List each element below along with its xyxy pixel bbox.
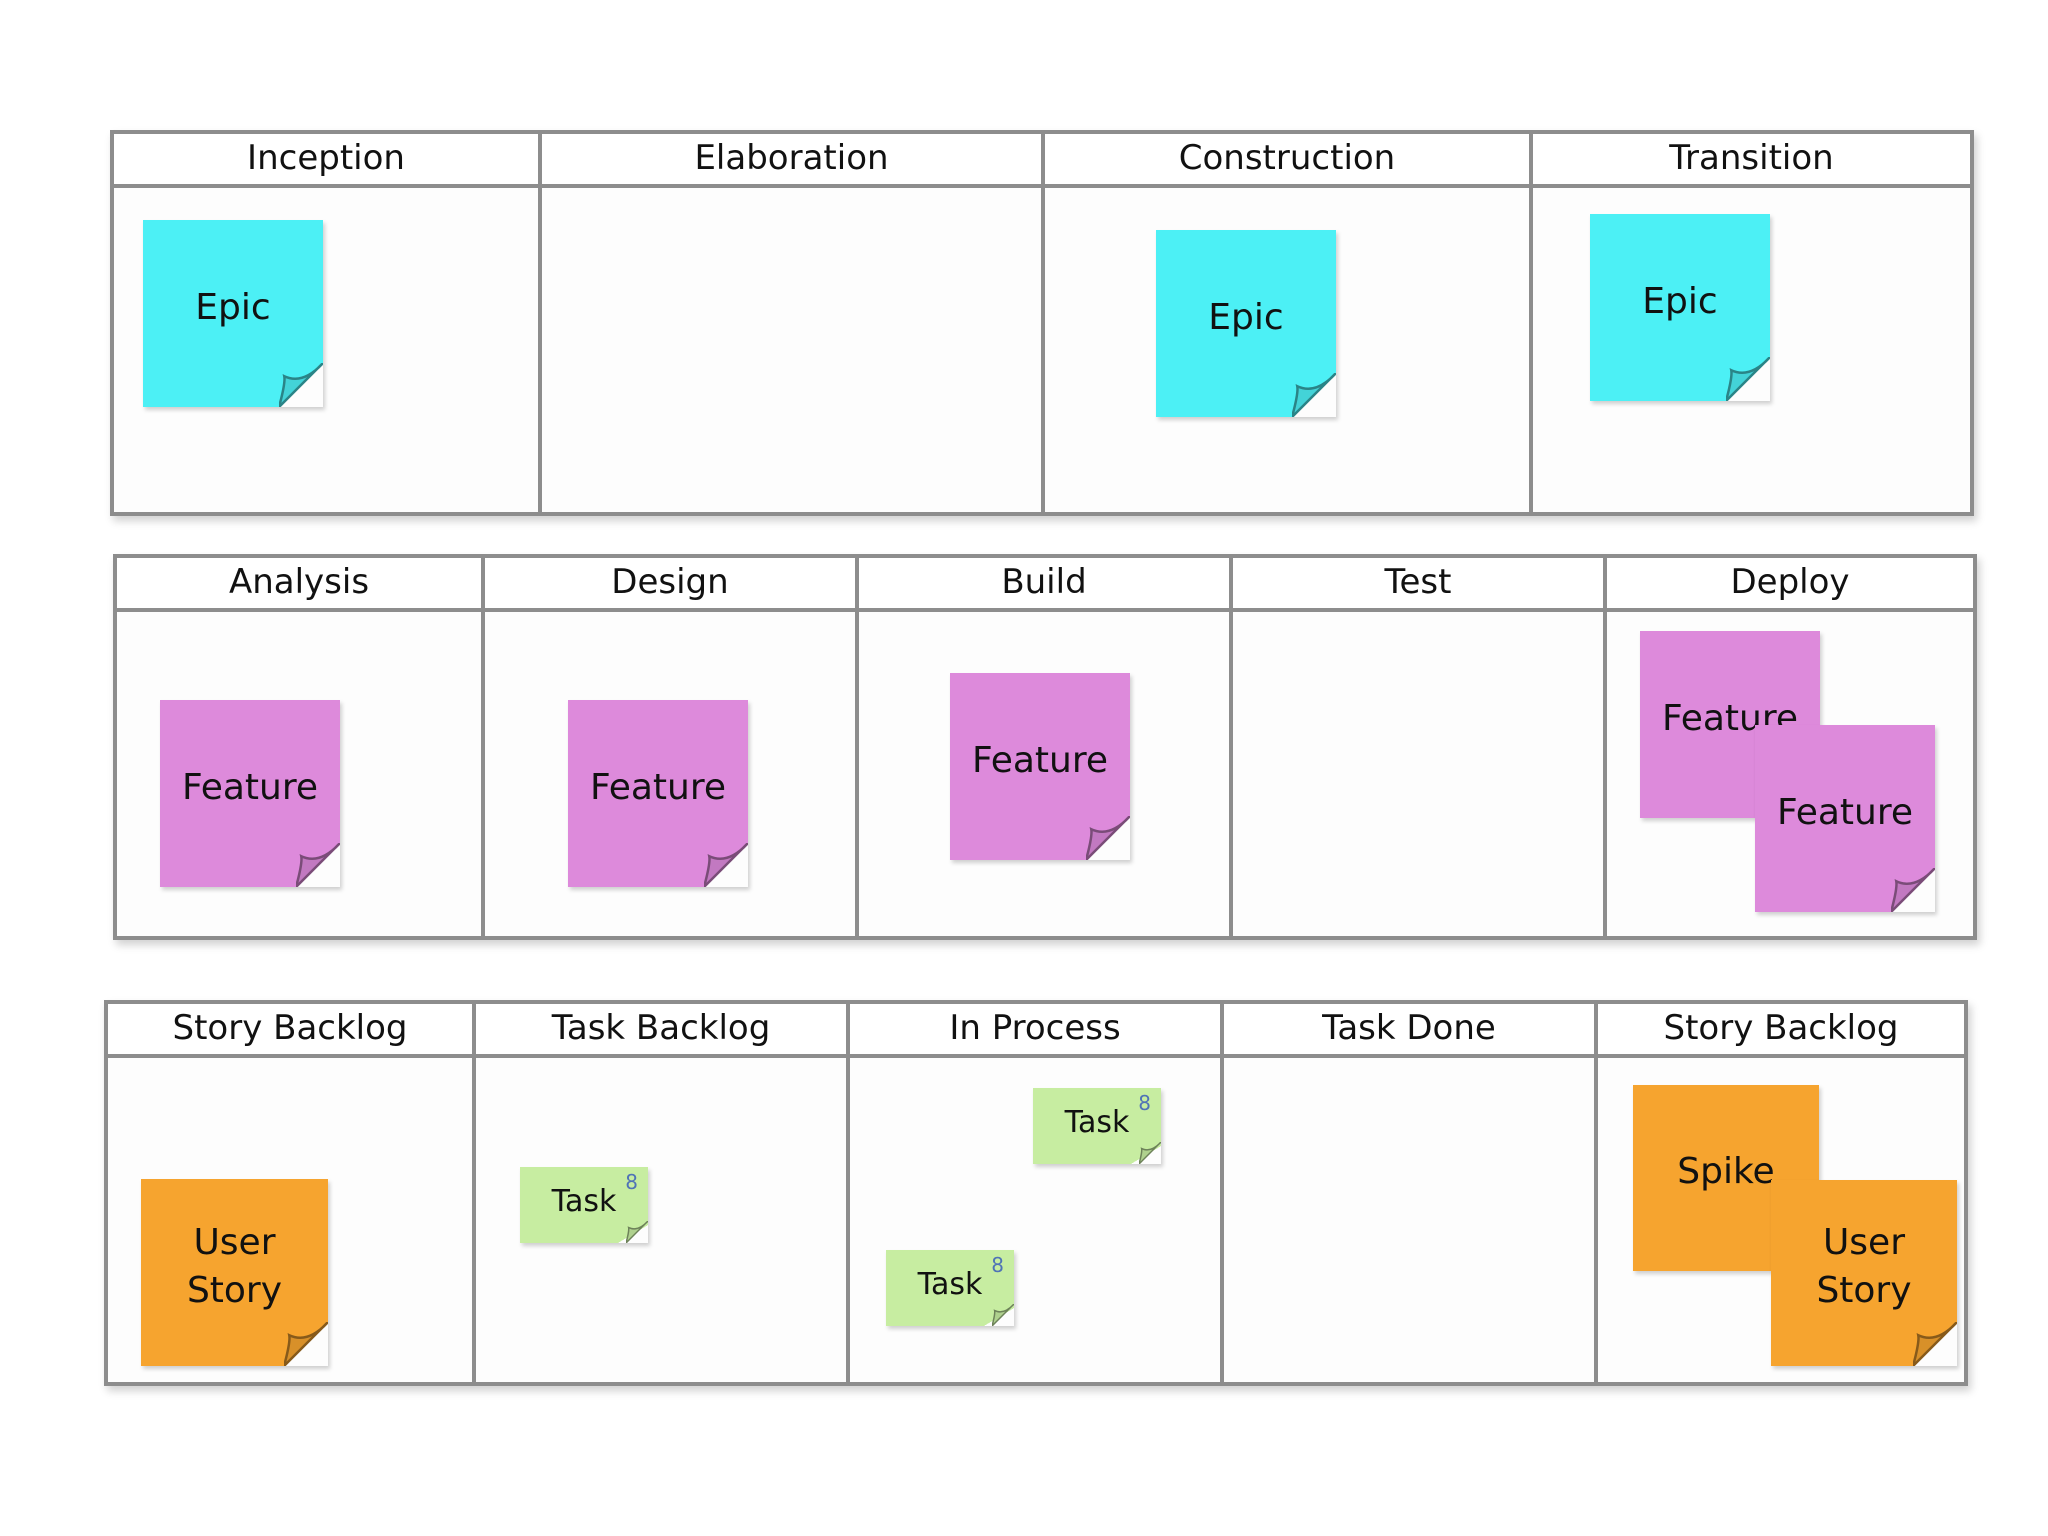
column-header: Transition: [1533, 134, 1970, 188]
column-header: Design: [485, 558, 855, 612]
task-estimate-badge: 8: [991, 1253, 1004, 1277]
column-build: Build: [859, 558, 1233, 936]
user-story-note[interactable]: User Story: [1771, 1180, 1957, 1366]
note-label: Task: [917, 1267, 983, 1302]
user-story-note[interactable]: User Story: [141, 1179, 328, 1366]
column-header: Task Backlog: [476, 1004, 846, 1058]
column-in-process: In Process: [850, 1004, 1224, 1382]
feature-note[interactable]: Feature: [160, 700, 340, 887]
task-note[interactable]: 8 Task: [1033, 1088, 1161, 1164]
note-label: Spike: [1677, 1151, 1775, 1192]
note-label: User Story: [186, 1221, 283, 1311]
page-curl-icon: [704, 843, 748, 887]
page-curl-icon: [992, 1304, 1014, 1326]
column-header: Analysis: [117, 558, 481, 612]
note-label: Feature: [971, 739, 1109, 781]
note-label: Epic: [1642, 280, 1718, 322]
column-construction: Construction: [1045, 134, 1533, 512]
feature-note[interactable]: Feature: [950, 673, 1130, 860]
task-estimate-badge: 8: [625, 1170, 638, 1194]
column-header: In Process: [850, 1004, 1220, 1058]
column-task-backlog: Task Backlog: [476, 1004, 850, 1382]
page-curl-icon: [279, 363, 323, 407]
task-estimate-badge: 8: [1138, 1091, 1151, 1115]
column-header: Construction: [1045, 134, 1529, 188]
task-board: Story Backlog Task Backlog In Process Ta…: [104, 1000, 1968, 1386]
page-curl-icon: [296, 843, 340, 887]
column-story-backlog: Story Backlog: [108, 1004, 476, 1382]
feature-note[interactable]: Feature: [568, 700, 748, 887]
column-header: Elaboration: [542, 134, 1041, 188]
page-curl-icon: [1292, 373, 1336, 417]
note-label: Feature: [181, 766, 319, 808]
column-header: Task Done: [1224, 1004, 1594, 1058]
task-note[interactable]: 8 Task: [520, 1167, 648, 1243]
note-label: User Story: [1816, 1222, 1912, 1311]
column-design: Design: [485, 558, 859, 936]
note-label: Task: [1064, 1105, 1130, 1140]
column-deploy: Deploy: [1607, 558, 1973, 936]
column-header: Story Backlog: [108, 1004, 472, 1058]
page-curl-icon: [1139, 1142, 1161, 1164]
column-elaboration: Elaboration: [542, 134, 1045, 512]
task-note[interactable]: 8 Task: [886, 1250, 1014, 1326]
epic-note[interactable]: Epic: [1590, 214, 1770, 401]
column-analysis: Analysis: [117, 558, 485, 936]
feature-note[interactable]: Feature: [1755, 725, 1935, 912]
column-header: Build: [859, 558, 1229, 612]
column-task-done: Task Done: [1224, 1004, 1598, 1382]
column-header: Story Backlog: [1598, 1004, 1964, 1058]
column-header: Inception: [114, 134, 538, 188]
epic-note[interactable]: Epic: [1156, 230, 1336, 417]
page-curl-icon: [1891, 868, 1935, 912]
note-label: Task: [551, 1184, 617, 1219]
column-inception: Inception: [114, 134, 542, 512]
note-label: Epic: [1208, 296, 1284, 338]
page-curl-icon: [1913, 1322, 1957, 1366]
epic-note[interactable]: Epic: [143, 220, 323, 407]
page-curl-icon: [284, 1322, 328, 1366]
page-curl-icon: [1726, 357, 1770, 401]
column-story-backlog-done: Story Backlog: [1598, 1004, 1964, 1382]
page-curl-icon: [626, 1221, 648, 1243]
column-test: Test: [1233, 558, 1607, 936]
note-label: Feature: [589, 766, 727, 808]
column-transition: Transition: [1533, 134, 1970, 512]
column-header: Test: [1233, 558, 1603, 612]
column-header: Deploy: [1607, 558, 1973, 612]
note-label: Epic: [195, 286, 271, 328]
page-curl-icon: [1086, 816, 1130, 860]
note-label: Feature: [1776, 791, 1914, 833]
